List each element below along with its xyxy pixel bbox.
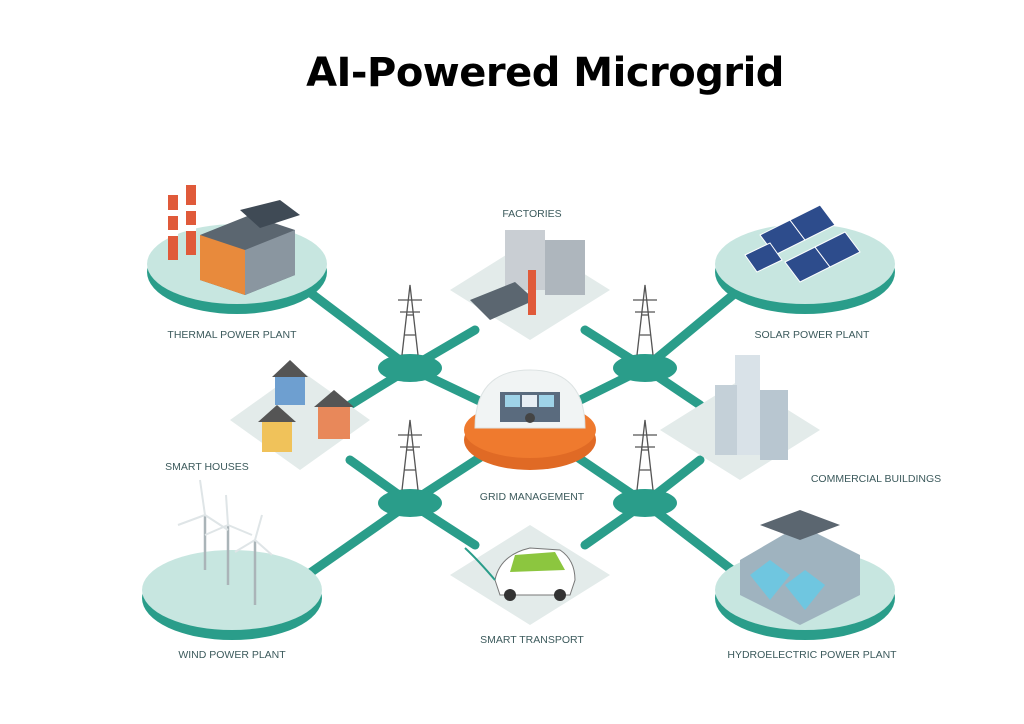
factories (450, 230, 610, 340)
transmission-tower-icons (398, 284, 657, 491)
label-grid-management: GRID MANAGEMENT (480, 491, 585, 503)
label-smart-transport: SMART TRANSPORT (480, 634, 584, 646)
grid-management-center (464, 369, 596, 470)
label-commercial-buildings: COMMERCIAL BUILDINGS (811, 473, 941, 485)
commercial-buildings (660, 355, 820, 480)
label-thermal-power-plant: THERMAL POWER PLANT (167, 329, 297, 341)
label-smart-houses: SMART HOUSES (165, 461, 249, 473)
junctions (378, 354, 677, 517)
page-title: AI-Powered Microgrid (306, 50, 784, 96)
label-factories: FACTORIES (502, 208, 561, 220)
smart-transport (450, 525, 610, 625)
smart-houses (230, 360, 370, 470)
label-wind-power-plant: WIND POWER PLANT (178, 649, 286, 661)
wind-power-plant (142, 479, 322, 640)
label-solar-power-plant: SOLAR POWER PLANT (755, 329, 871, 341)
solar-power-plant (715, 204, 895, 314)
hydroelectric-power-plant (715, 510, 895, 640)
thermal-power-plant (147, 185, 327, 314)
label-hydroelectric-power-plant: HYDROELECTRIC POWER PLANT (727, 649, 897, 661)
